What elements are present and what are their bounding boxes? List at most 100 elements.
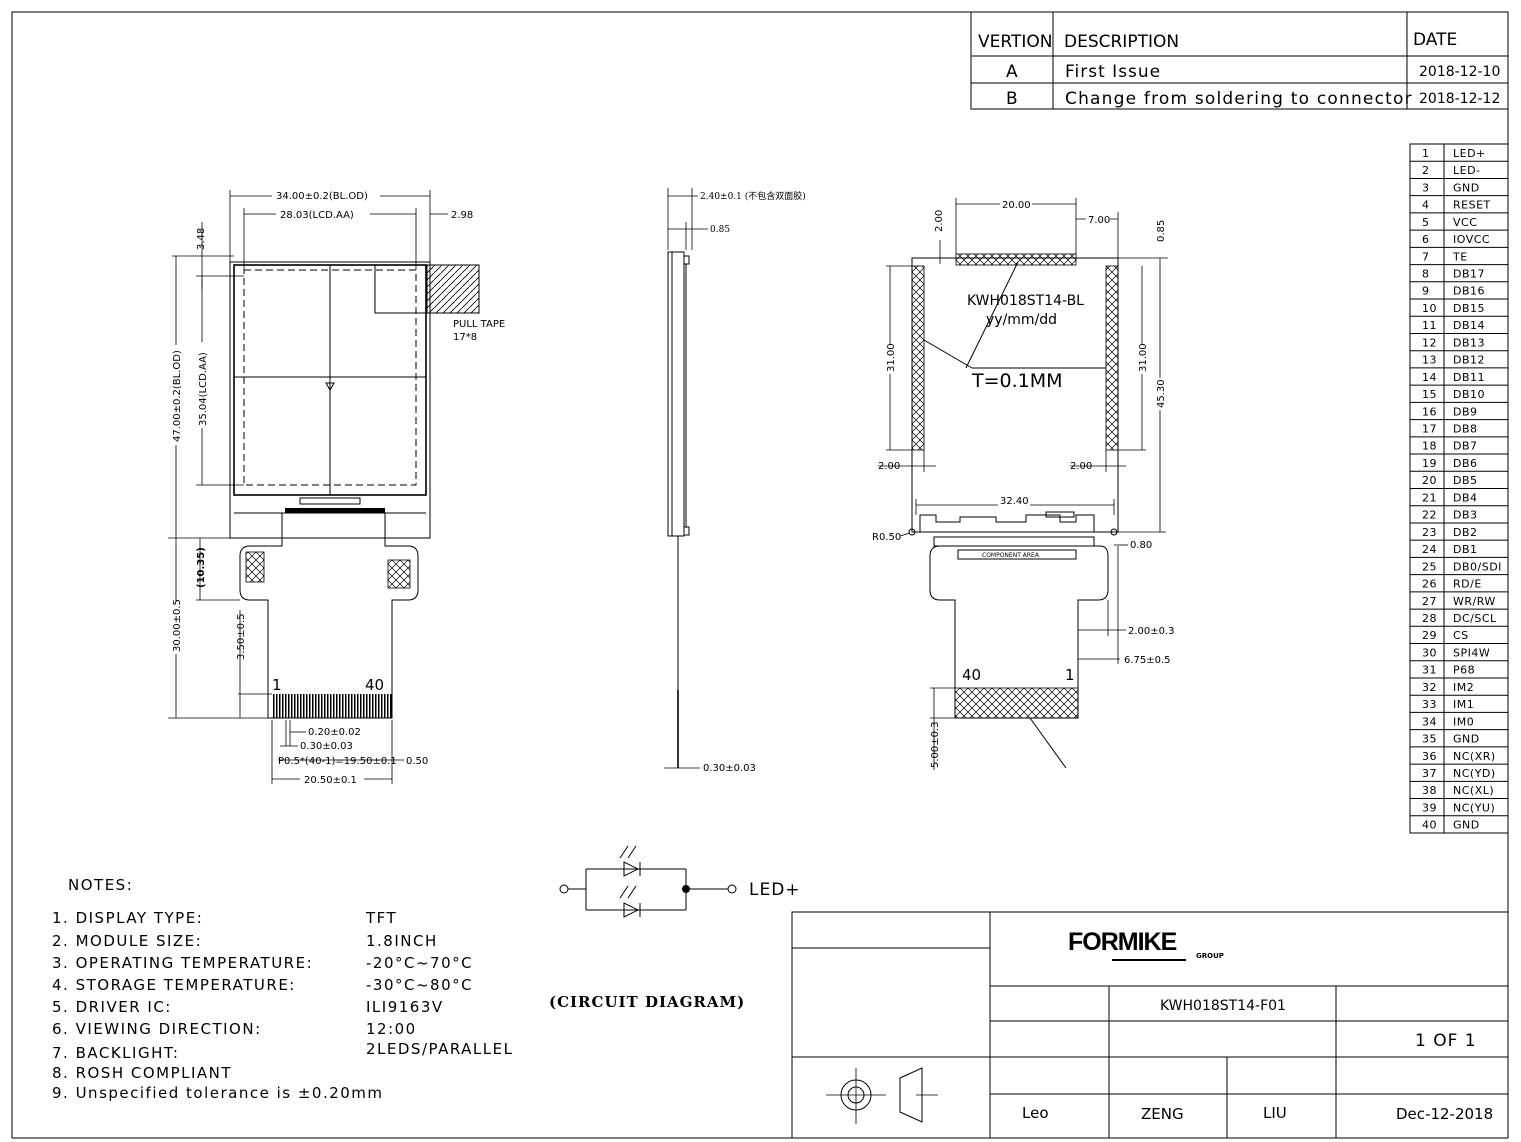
pin-number: 39 <box>1422 801 1437 814</box>
pin-signal: WR/RW <box>1453 595 1496 608</box>
back-dim-7: 7.00 <box>1088 215 1110 226</box>
circuit-diagram: LED+ (CIRCUIT DIAGRAM) <box>549 845 800 1011</box>
pin-signal: DB8 <box>1453 423 1478 436</box>
back-dim-31-right: 31.00 <box>1138 343 1149 372</box>
rev-b-version: B <box>1006 89 1018 109</box>
pin-number: 35 <box>1422 733 1437 746</box>
pin-number: 21 <box>1422 491 1437 504</box>
note-label: 9. Unspecified tolerance is ±0.20mm <box>52 1084 384 1102</box>
rev-a-version: A <box>1006 62 1018 82</box>
pin-signal: IOVCC <box>1453 233 1490 246</box>
pin-number: 15 <box>1422 388 1437 401</box>
back-stiffener <box>954 687 1079 719</box>
back-date-label: yy/mm/dd <box>986 312 1057 328</box>
pin-number: 34 <box>1422 715 1437 728</box>
pin-number: 37 <box>1422 767 1437 780</box>
pin-number: 7 <box>1422 250 1430 263</box>
pin-signal: DB4 <box>1453 491 1478 504</box>
back-dim-2-fpc: 2.00±0.3 <box>1128 626 1175 637</box>
pin-number: 5 <box>1422 216 1430 229</box>
pin-number: 4 <box>1422 199 1430 212</box>
back-dim-6-75: 6.75±0.5 <box>1124 655 1171 666</box>
pin-signal: GND <box>1453 733 1480 746</box>
back-view: KWH018ST14-BL yy/mm/dd T=0.1MM 20.00 7.0… <box>872 198 1175 770</box>
pin-signal: NC(YD) <box>1453 767 1496 780</box>
front-view: PULL TAPE 17*8 1 40 34.00±0.2(BL.OD) 28.… <box>168 189 505 786</box>
pin-signal: CS <box>1453 629 1469 642</box>
pin-signal: IM2 <box>1453 681 1474 694</box>
pull-tape-label: PULL TAPE <box>453 319 505 330</box>
pin-signal: DB9 <box>1453 405 1478 418</box>
right-tape <box>1105 265 1119 451</box>
dim-fpc-length: 30.00±0.5 <box>172 599 183 652</box>
back-dim-0-80: 0.80 <box>1130 540 1152 551</box>
pin-signal: DB2 <box>1453 526 1478 539</box>
note-label: 4. STORAGE TEMPERATURE: <box>52 976 296 994</box>
pin-signal: NC(YU) <box>1453 801 1495 814</box>
pin-number: 22 <box>1422 509 1437 522</box>
pin-signal: RD/E <box>1453 578 1482 591</box>
pin-signal: DB14 <box>1453 319 1485 332</box>
side-module <box>667 251 685 537</box>
dim-3-50: 3.50±0.5 <box>236 613 247 660</box>
fpc-pin-first: 1 <box>272 676 282 694</box>
back-dim-5-00: 5.00±0.3 <box>930 721 941 768</box>
dim-47-height: 47.00±0.2(BL.OD) <box>172 350 183 442</box>
pin-signal: DB10 <box>1453 388 1485 401</box>
pin-number: 19 <box>1422 457 1437 470</box>
pin-number: 33 <box>1422 698 1437 711</box>
note-label: 3. OPERATING TEMPERATURE: <box>52 954 313 972</box>
part-number: KWH018ST14-F01 <box>1160 998 1286 1014</box>
pin-signal: DB11 <box>1453 371 1485 384</box>
pin-signal: LED- <box>1453 164 1481 177</box>
note-value: -30°C~80°C <box>366 976 473 994</box>
pin-number: 25 <box>1422 560 1437 573</box>
note-label: 5. DRIVER IC: <box>52 998 172 1016</box>
drawn-by: Leo <box>1022 1104 1049 1122</box>
pin-signal: IM1 <box>1453 698 1474 711</box>
dim-0-20: 0.20±0.02 <box>308 727 361 738</box>
pin-signal: NC(XR) <box>1453 750 1496 763</box>
rev-header-date: DATE <box>1413 30 1457 50</box>
note-value: ILI9163V <box>366 998 444 1016</box>
pin-number: 11 <box>1422 319 1437 332</box>
pull-tape-size: 17*8 <box>453 332 477 343</box>
pin-signal: P68 <box>1453 664 1475 677</box>
formike-logo: FORMIKE <box>1068 928 1177 956</box>
pin-number: 14 <box>1422 371 1437 384</box>
rev-a-description: First Issue <box>1065 62 1161 82</box>
pin-number: 17 <box>1422 423 1437 436</box>
dim-20-50: 20.50±0.1 <box>304 775 357 786</box>
pin-signal: DB1 <box>1453 543 1478 556</box>
back-model-label: KWH018ST14-BL <box>967 293 1084 309</box>
note-value: 1.8INCH <box>366 932 438 950</box>
pin-signal: DB7 <box>1453 440 1478 453</box>
pin-signal: TE <box>1452 250 1468 263</box>
dim-3-48: 3.48 <box>196 228 207 250</box>
back-dim-45-30: 45.30 <box>1156 379 1167 408</box>
pin-number: 27 <box>1422 595 1437 608</box>
rev-a-date: 2018-12-10 <box>1419 64 1500 80</box>
dim-bl-od-width: 34.00±0.2(BL.OD) <box>276 191 368 202</box>
back-dim-2-top: 2.00 <box>934 210 945 232</box>
pin-signal: DB0/SDI <box>1453 560 1502 573</box>
left-tape <box>911 265 925 451</box>
pin-number: 3 <box>1422 181 1430 194</box>
notes-title: NOTES: <box>68 876 133 894</box>
rev-header-version: VERTION <box>978 32 1052 52</box>
projection-symbol-icon <box>826 1067 938 1124</box>
note-label: 6. VIEWING DIRECTION: <box>52 1020 262 1038</box>
approved-by: LIU <box>1263 1104 1287 1122</box>
dim-0-30: 0.30±0.03 <box>300 741 353 752</box>
fpc-fingers <box>272 694 392 718</box>
pin-number: 38 <box>1422 784 1437 797</box>
pin-number: 10 <box>1422 302 1437 315</box>
pin-signal: DB5 <box>1453 474 1478 487</box>
note-value: 2LEDS/PARALLEL <box>366 1040 513 1058</box>
dim-10-35: (10.35) <box>196 547 207 588</box>
pin-signal: DB3 <box>1453 509 1478 522</box>
pin-signal: GND <box>1453 181 1480 194</box>
note-value: -20°C~70°C <box>366 954 473 972</box>
